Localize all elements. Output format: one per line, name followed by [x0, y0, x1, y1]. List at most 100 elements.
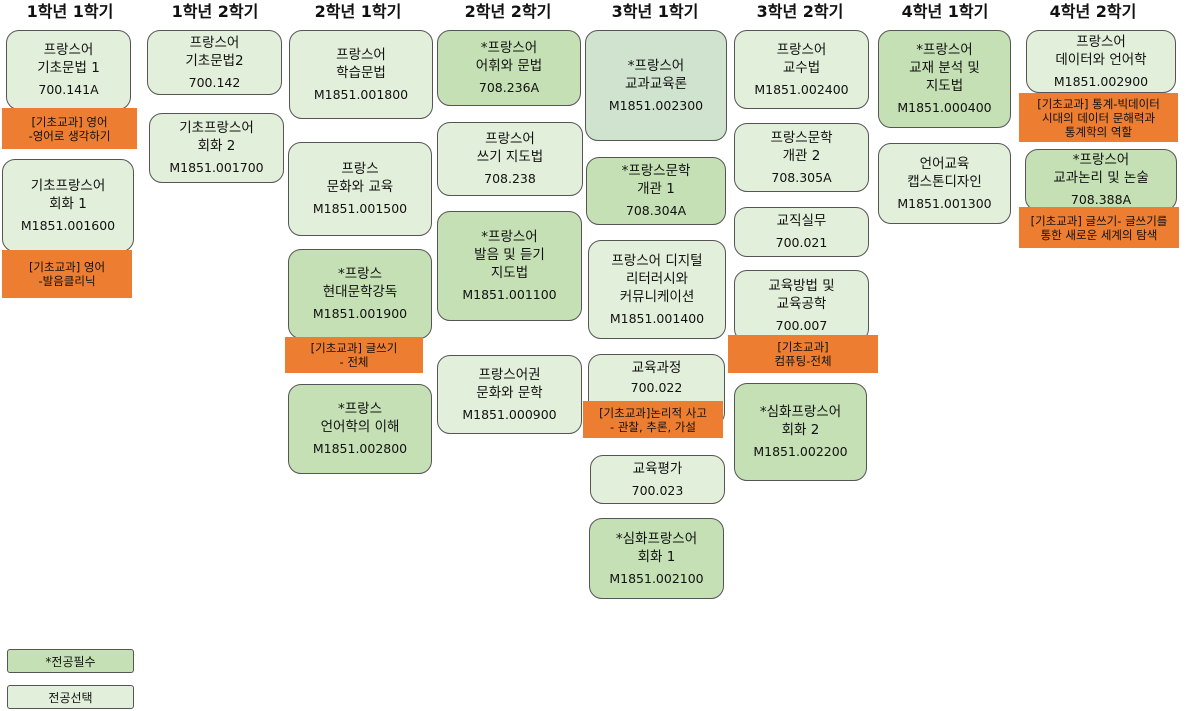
note-line: [기초교과] 영어: [28, 260, 106, 274]
note-line: 통계학의 역할: [1064, 124, 1133, 139]
legend-item-required: *전공필수: [7, 649, 134, 673]
course-title-line: 교과교육론: [624, 75, 688, 92]
note-line: -발음클리닉: [38, 274, 96, 288]
course-title-line: 지도법: [925, 78, 964, 94]
course-title-line: 프랑스어: [336, 46, 386, 63]
course-code: 708.304A: [625, 203, 687, 218]
course-code: M1851.002400: [754, 81, 849, 97]
course-title-line: 개관 2: [782, 147, 821, 164]
note-line: - 관찰, 추론, 가설: [610, 419, 696, 434]
course-title-line: 지도법: [490, 265, 529, 281]
course-title-line: 교육방법 및: [768, 278, 835, 294]
course-title-line: 프랑스어 디지털: [611, 252, 703, 269]
course-title-line: 회화 1: [637, 548, 676, 565]
note-line: 컴퓨팅-전체: [774, 354, 832, 368]
course-code: M1851.001100: [462, 287, 557, 302]
course-title-line: 기초문법2: [185, 52, 244, 69]
course-title-line: 회화 1: [49, 195, 87, 212]
course-title-line: *프랑스어: [481, 229, 538, 245]
course-title-line: 발음 및 듣기: [474, 247, 545, 263]
course-title-line: 문화와 문학: [476, 384, 543, 401]
course-title-line: 캡스톤디자인: [907, 173, 982, 190]
note-line: [기초교과] 글쓰기- 글쓰기를: [1030, 213, 1168, 228]
course-code: 700.023: [631, 482, 684, 498]
course-title-line: *심화프랑스어: [759, 404, 842, 420]
course-code: 708.388A: [1070, 192, 1132, 207]
course-title-line: 교육평가: [632, 460, 683, 477]
course-title-line: 교직실무: [776, 213, 827, 229]
course-title-line: *프랑스: [337, 401, 382, 417]
course-code: 700.142: [188, 74, 241, 90]
course-code: M1851.001700: [169, 160, 264, 175]
course-code: M1851.002100: [609, 570, 704, 586]
course-title-line: *프랑스어: [627, 57, 685, 74]
note-line: [기초교과] 통계-빅데이터: [1037, 96, 1160, 111]
course-title-line: 프랑스문학: [770, 129, 833, 146]
course-title-line: 데이터와 언어학: [1055, 51, 1147, 68]
semester-header: 1학년 1학기: [26, 2, 114, 21]
note-line: [기초교과] 글쓰기: [310, 341, 398, 355]
note-line: - 전체: [339, 355, 369, 369]
legend-item-elective: 전공선택: [7, 685, 134, 709]
course-title-line: 교수법: [782, 59, 821, 76]
course-title-line: 교육공학: [776, 296, 827, 312]
course-title-line: 기초프랑스어: [30, 177, 106, 194]
course-title-line: 리터러시와: [625, 270, 689, 287]
note-line: [기초교과] 영어: [31, 114, 108, 129]
course-title-line: 교재 분석 및: [909, 60, 980, 76]
course-code: M1851.001900: [312, 306, 408, 321]
note-line: 시대의 데이터 문해력과: [1041, 110, 1156, 125]
course-title-line: 현대문학강독: [322, 284, 398, 300]
semester-header: 2학년 1학기: [314, 2, 402, 21]
course-code: 708.238: [484, 171, 536, 186]
semester-header: 1학년 2학기: [171, 2, 259, 21]
course-box[interactable]: 교육평가 700.023: [590, 455, 725, 504]
course-title-line: *프랑스문학: [621, 163, 691, 179]
semester-header: 2학년 2학기: [464, 2, 552, 21]
course-code: M1851.000900: [462, 406, 557, 422]
course-code: M1851.000400: [897, 100, 992, 115]
course-code: M1851.002200: [753, 444, 848, 459]
course-title-line: 프랑스어: [776, 41, 827, 58]
course-code: 708.236A: [478, 80, 540, 95]
course-title-line: *프랑스어: [1072, 152, 1130, 168]
semester-header: 4학년 2학기: [1049, 2, 1137, 21]
course-title-line: 프랑스어: [1076, 33, 1126, 50]
course-title-line: 개관 1: [637, 181, 675, 197]
course-title-line: 프랑스: [341, 161, 379, 177]
course-title-line: 프랑스어권: [478, 366, 541, 383]
course-title-line: 언어교육: [919, 155, 970, 172]
course-title-line: 기초프랑스어: [179, 120, 254, 136]
course-title-line: 기초문법 1: [37, 60, 100, 76]
course-title-line: 교육과정: [631, 360, 682, 376]
course-code: 700.022: [630, 380, 683, 395]
course-title-line: 회화 2: [781, 422, 820, 438]
